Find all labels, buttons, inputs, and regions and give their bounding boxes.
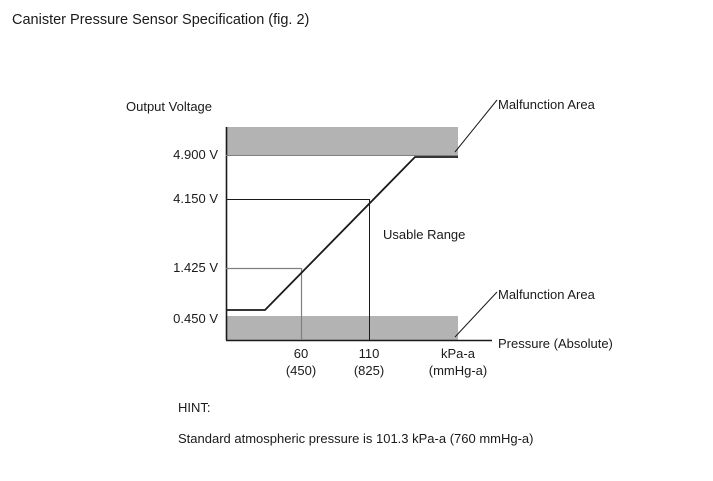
x-tick-60kpa-mmhg: (450) [285,363,317,378]
x-tick-60kpa: 60 (450) [261,345,341,379]
hint-text: Standard atmospheric pressure is 101.3 k… [178,431,534,446]
malfunction-band-upper [226,127,458,155]
x-axis-unit-secondary: (mmHg-a) [428,363,488,378]
sensor-output-curve [226,156,458,311]
y-tick-label-1425v: 1.425 V [173,260,218,275]
leader-line-malfunction-upper [454,99,498,153]
leader-line-malfunction-lower [454,291,498,338]
hint-block: HINT: Standard atmospheric pressure is 1… [178,400,534,446]
malfunction-area-label-lower: Malfunction Area [498,287,595,302]
y-tick-label-4900v: 4.900 V [173,147,218,162]
hint-label: HINT: [178,400,211,415]
y-tick-label-4150v: 4.150 V [173,191,218,206]
x-axis-units: kPa-a (mmHg-a) [410,345,506,379]
x-axis-title: Pressure (Absolute) [498,336,613,351]
x-tick-110kpa: 110 (825) [329,345,409,379]
x-tick-110kpa-mmhg: (825) [353,363,385,378]
malfunction-area-label-upper: Malfunction Area [498,97,595,112]
y-axis-title: Output Voltage [126,99,213,114]
x-axis-unit-primary: kPa-a [441,346,475,361]
usable-range-label: Usable Range [383,227,466,242]
page-title: Canister Pressure Sensor Specification (… [12,12,310,28]
y-tick-label-0450v: 0.450 V [173,311,218,326]
malfunction-band-lower [226,316,458,340]
x-tick-110kpa-value: 110 [358,346,380,361]
x-tick-60kpa-value: 60 [293,346,309,361]
